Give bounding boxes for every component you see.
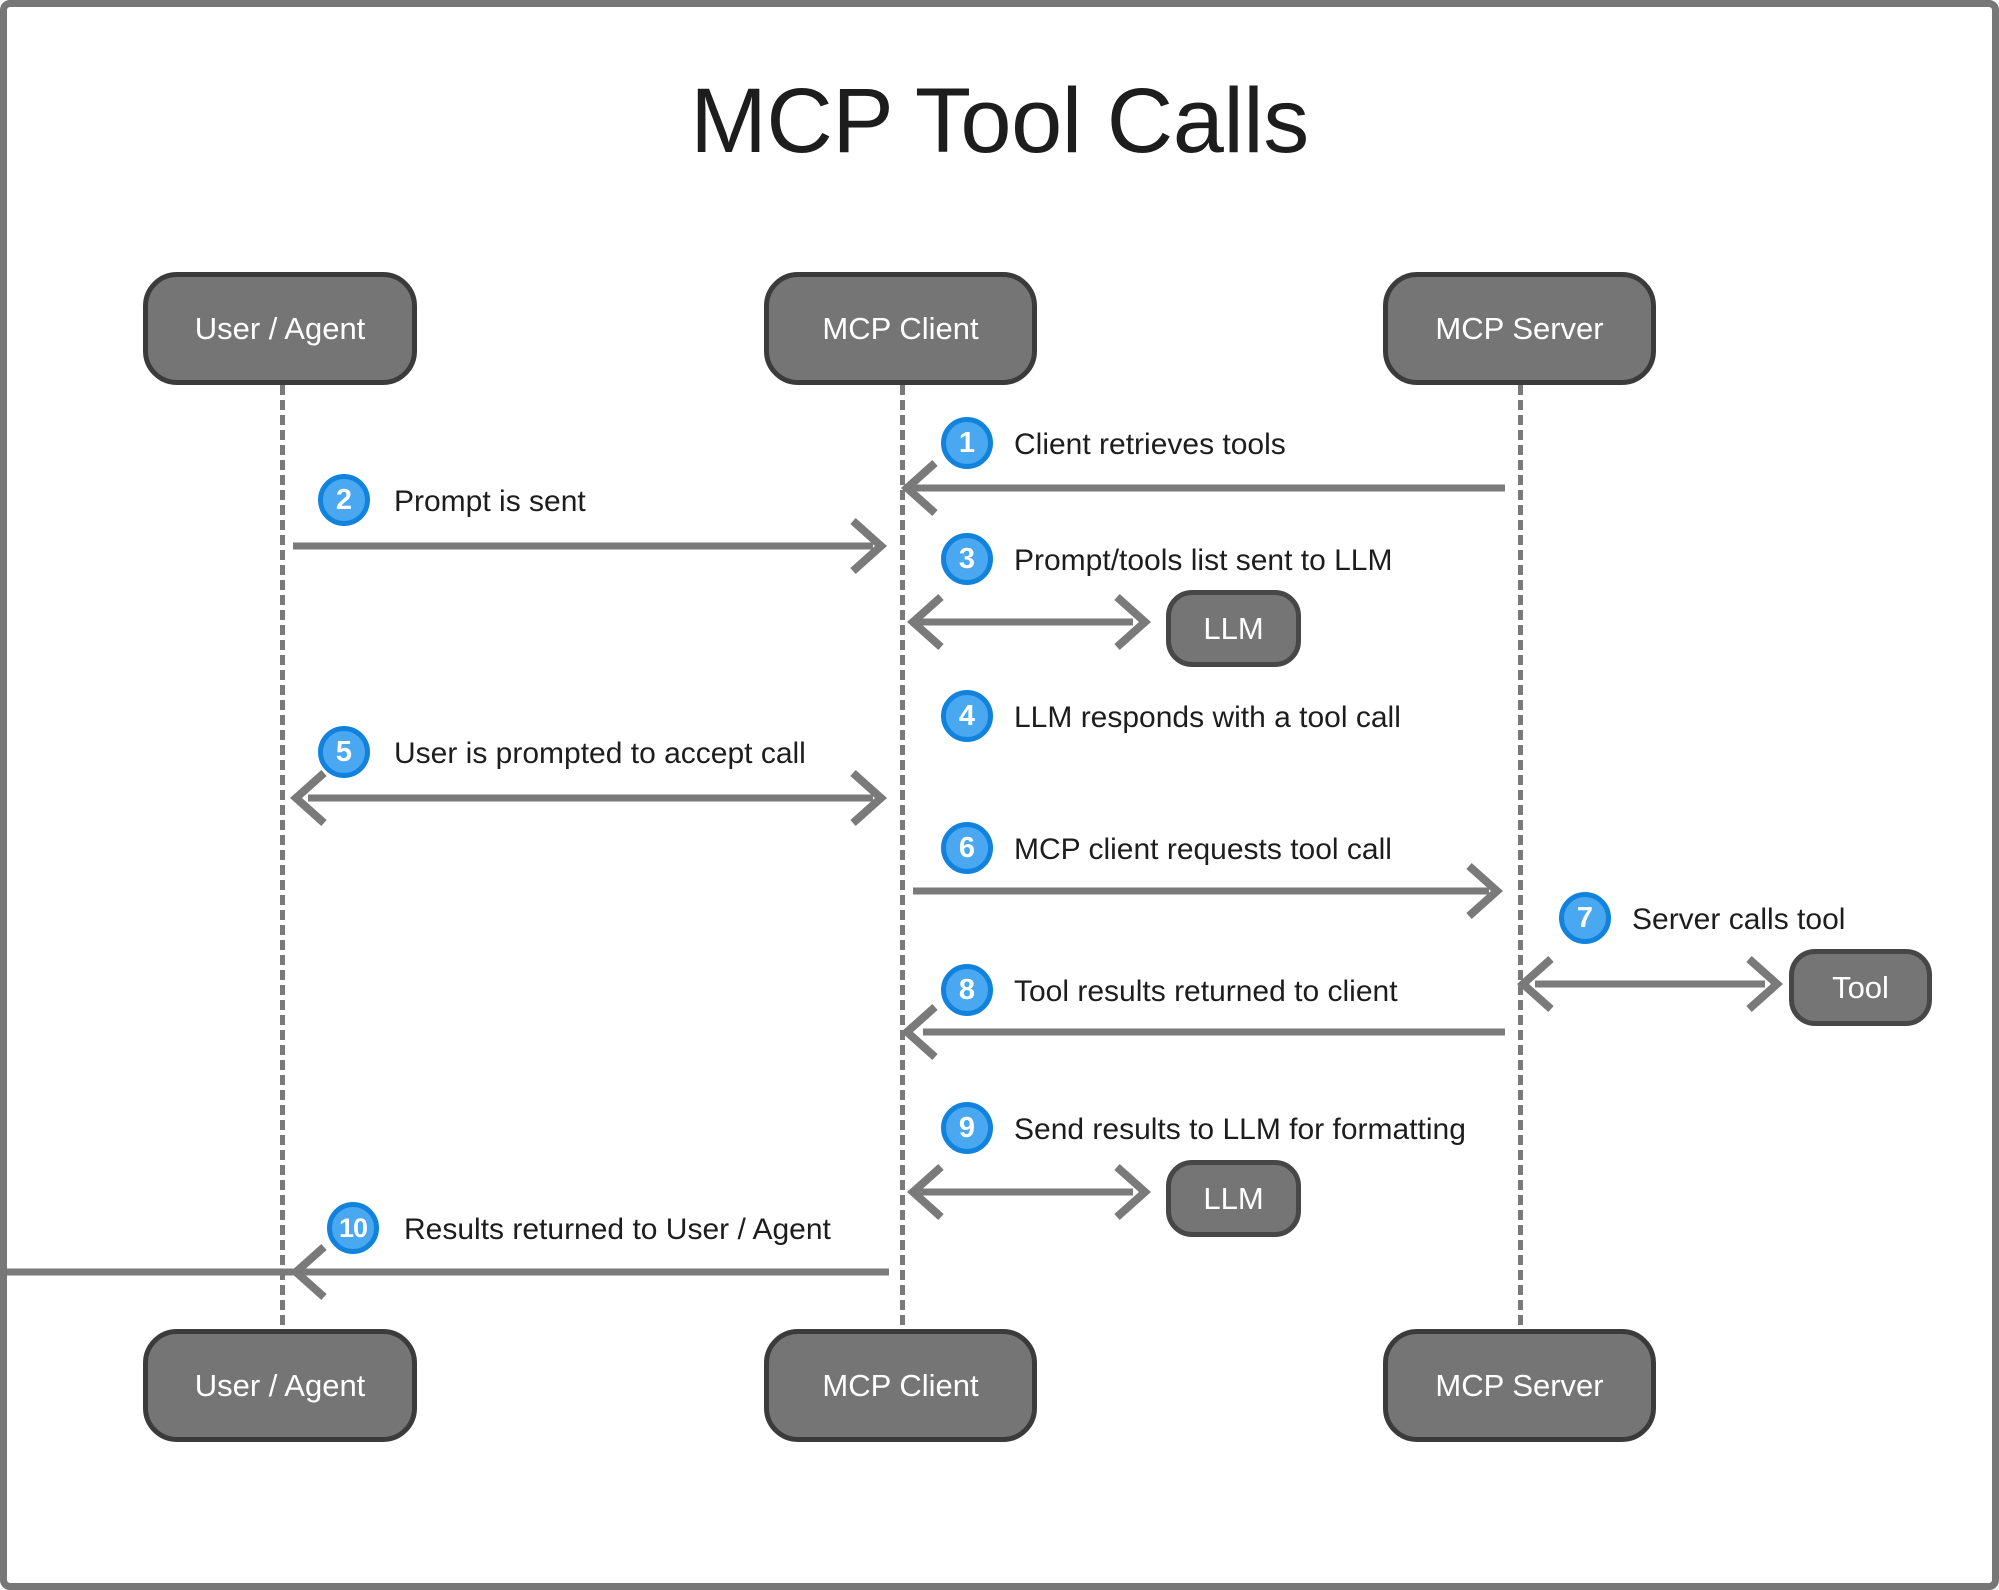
- step-badge-5: 5: [318, 726, 370, 778]
- participant-label: MCP Server: [1435, 1367, 1604, 1403]
- step-badge-4: 4: [941, 690, 993, 742]
- step-label-9: Send results to LLM for formatting: [1014, 1113, 1466, 1146]
- participant-user-bottom[interactable]: User / Agent: [143, 1329, 417, 1442]
- node-llm-1[interactable]: LLM: [1166, 590, 1301, 667]
- participant-server-bottom[interactable]: MCP Server: [1383, 1329, 1656, 1442]
- participant-label: User / Agent: [194, 1367, 366, 1403]
- step-number: 4: [958, 699, 976, 732]
- lifeline-user: [280, 385, 285, 1325]
- step-label-1: Client retrieves tools: [1014, 428, 1286, 461]
- step-label-10: Results returned to User / Agent: [404, 1213, 831, 1246]
- participant-label: MCP Client: [822, 1367, 979, 1403]
- participant-server-top[interactable]: MCP Server: [1383, 272, 1656, 385]
- step-number: 2: [335, 483, 353, 516]
- step-badge-8: 8: [941, 964, 993, 1016]
- node-tool[interactable]: Tool: [1789, 949, 1932, 1026]
- step-label-7: Server calls tool: [1632, 903, 1846, 936]
- step-badge-10: 10: [327, 1202, 379, 1254]
- step-badge-1: 1: [941, 417, 993, 469]
- step-badge-3: 3: [941, 533, 993, 585]
- step-number: 1: [958, 426, 976, 459]
- step-badge-6: 6: [941, 822, 993, 874]
- step-label-4: LLM responds with a tool call: [1014, 701, 1401, 734]
- participant-label: MCP Client: [822, 310, 979, 346]
- step-label-5: User is prompted to accept call: [394, 737, 806, 770]
- step-label-2: Prompt is sent: [394, 485, 586, 518]
- step-number: 9: [958, 1111, 976, 1144]
- step-number: 10: [338, 1212, 368, 1243]
- step-number: 8: [958, 973, 976, 1006]
- participant-label: MCP Server: [1435, 310, 1604, 346]
- node-label: LLM: [1203, 1180, 1264, 1216]
- step-badge-7: 7: [1559, 892, 1611, 944]
- participant-client-top[interactable]: MCP Client: [764, 272, 1037, 385]
- participant-label: User / Agent: [194, 310, 366, 346]
- step-label-6: MCP client requests tool call: [1014, 833, 1392, 866]
- step-number: 3: [958, 542, 976, 575]
- participant-user-top[interactable]: User / Agent: [143, 272, 417, 385]
- node-label: LLM: [1203, 610, 1264, 646]
- step-label-8: Tool results returned to client: [1014, 975, 1398, 1008]
- step-number: 7: [1576, 901, 1594, 934]
- lifeline-server: [1518, 385, 1523, 1325]
- step-number: 5: [335, 735, 353, 768]
- node-label: Tool: [1832, 969, 1889, 1005]
- lifeline-client: [900, 385, 905, 1325]
- step-label-3: Prompt/tools list sent to LLM: [1014, 544, 1393, 577]
- node-llm-2[interactable]: LLM: [1166, 1160, 1301, 1237]
- sequence-diagram: MCP Tool Calls User / Agent MCP Client M…: [7, 7, 1992, 1583]
- step-badge-9: 9: [941, 1102, 993, 1154]
- participant-client-bottom[interactable]: MCP Client: [764, 1329, 1037, 1442]
- step-badge-2: 2: [318, 474, 370, 526]
- step-number: 6: [958, 831, 976, 864]
- page-title: MCP Tool Calls: [690, 70, 1309, 172]
